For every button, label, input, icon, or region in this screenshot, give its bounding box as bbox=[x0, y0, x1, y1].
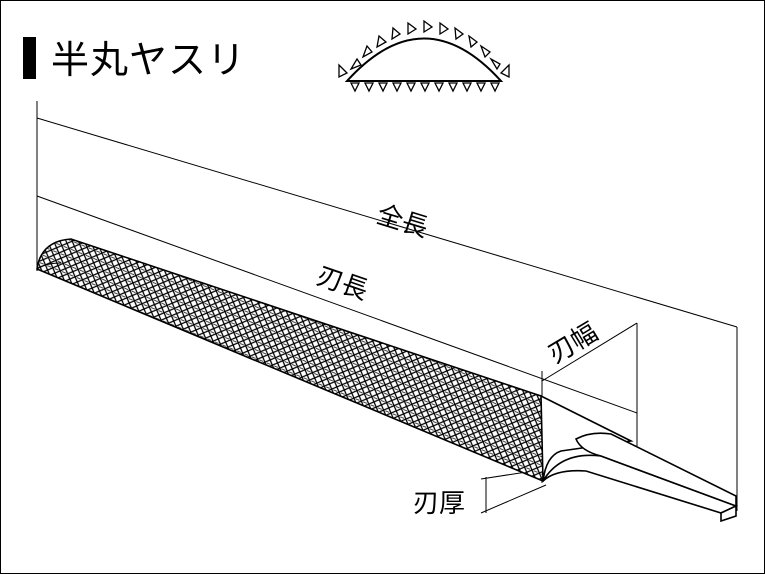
thickness-bottom-line bbox=[480, 484, 547, 514]
file-blade bbox=[36, 238, 552, 483]
cross-section-icon bbox=[338, 19, 510, 93]
diagram-title: 半丸ヤスリ bbox=[51, 38, 247, 82]
overall-length-dimension-line bbox=[36, 117, 738, 328]
blade-thickness-label: 刃厚 bbox=[413, 489, 466, 519]
title-marker-bar bbox=[23, 37, 36, 79]
file-tang bbox=[540, 394, 739, 523]
blade-width-dimension-line bbox=[541, 322, 638, 382]
blade-length-dimension-line bbox=[36, 195, 638, 414]
